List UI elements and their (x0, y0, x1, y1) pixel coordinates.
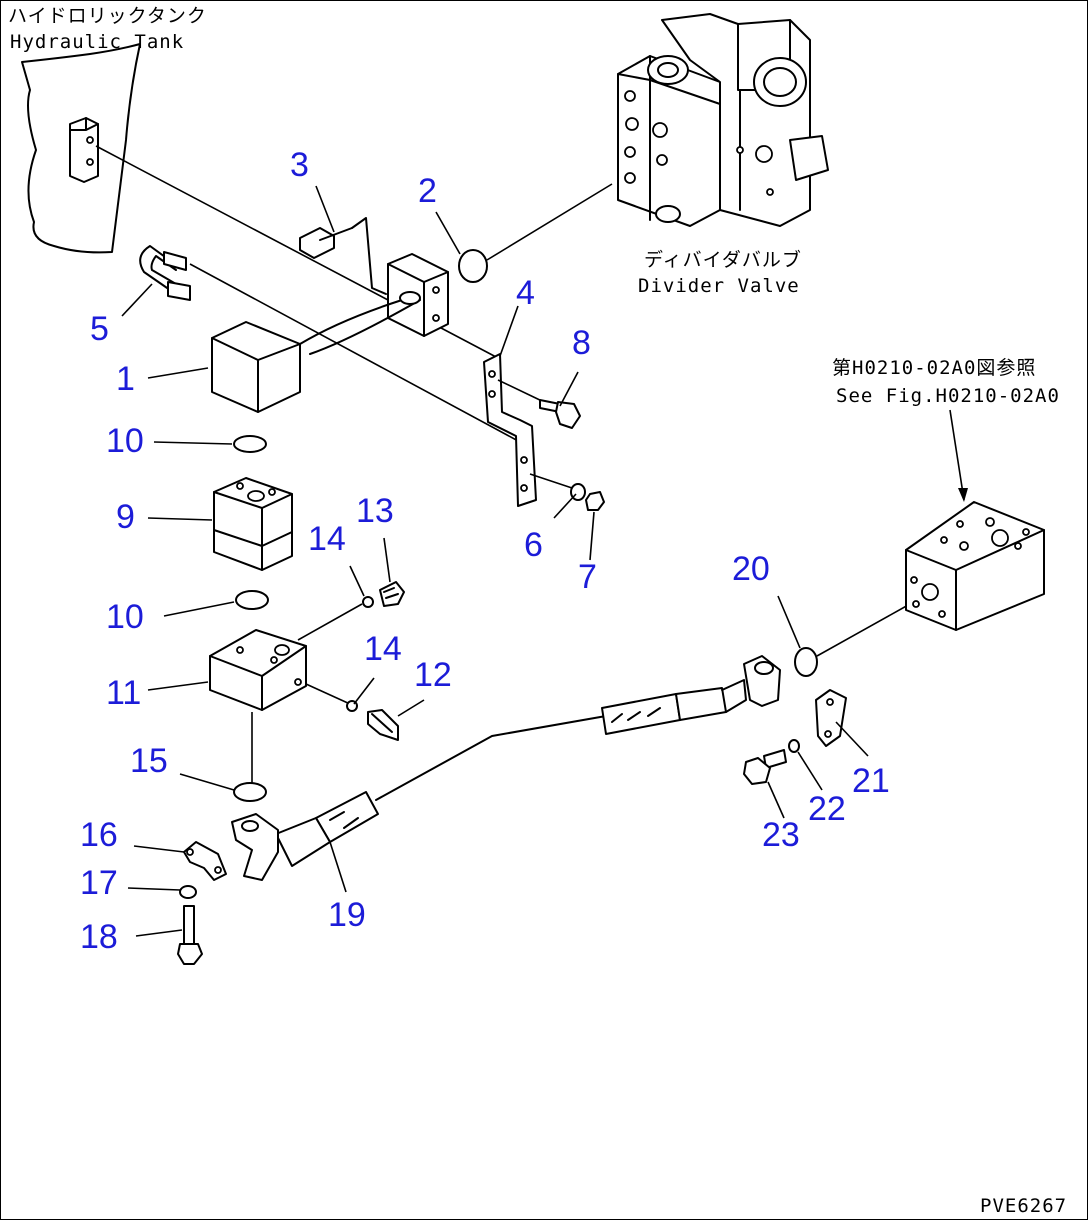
part-5-hose (139, 245, 521, 443)
callout-8: 8 (572, 324, 591, 362)
hydraulic-tank-label-en: Hydraulic Tank (10, 31, 184, 53)
part-9-pump (213, 477, 293, 571)
part-18-bolt (177, 905, 203, 965)
see-fig-label-jp: 第H0210-02A0図参照 (832, 357, 1036, 379)
callout-16: 16 (80, 816, 118, 854)
callout-9: 9 (116, 498, 135, 536)
callout-4: 4 (516, 274, 535, 312)
figure-code: PVE6267 (980, 1195, 1067, 1217)
callout-13: 13 (356, 492, 394, 530)
part-10-oring-lower (235, 590, 269, 610)
callout-14-lower: 14 (364, 630, 402, 668)
callout-17: 17 (80, 864, 118, 902)
callout-19: 19 (328, 896, 366, 934)
divider-valve (617, 13, 829, 227)
callout-leaders (121, 185, 869, 937)
hydraulic-tank (21, 43, 141, 254)
part-8-bolt (497, 379, 581, 429)
part-21-clamp (815, 689, 847, 747)
callout-7: 7 (578, 558, 597, 596)
callout-11: 11 (106, 674, 141, 712)
part-10-oring-upper (233, 435, 267, 453)
referenced-block (905, 409, 1045, 631)
callout-2: 2 (418, 172, 437, 210)
part-16-clamp (183, 841, 227, 881)
part-20-oring (794, 647, 818, 677)
callout-12: 12 (414, 656, 452, 694)
callout-18: 18 (80, 918, 118, 956)
part-23-bolt (743, 749, 787, 785)
part-3-flange-pipe (299, 217, 449, 355)
see-fig-label-en: See Fig.H0210-02A0 (836, 385, 1060, 407)
callout-15: 15 (130, 742, 168, 780)
callout-10-lower: 10 (106, 598, 144, 636)
callout-1: 1 (116, 360, 135, 398)
part-4-bracket (483, 353, 537, 507)
part-2-oring (458, 183, 613, 283)
part-11-block (209, 603, 363, 784)
callout-14-upper: 14 (308, 520, 346, 558)
callout-21: 21 (852, 762, 890, 800)
part-19-hose (231, 655, 781, 881)
callout-3: 3 (290, 146, 309, 184)
part-13-plug (362, 581, 405, 608)
part-22-washer (788, 739, 800, 753)
divider-valve-label-en: Divider Valve (638, 275, 800, 297)
callout-23: 23 (762, 816, 800, 854)
part-12-switch (346, 700, 399, 741)
callout-22: 22 (808, 790, 846, 828)
callout-5: 5 (90, 310, 109, 348)
part-15-oring (233, 782, 267, 802)
hydraulic-tank-label-jp: ハイドロリックタンク (8, 5, 207, 27)
callout-10-upper: 10 (106, 422, 144, 460)
part-17-washer (179, 885, 197, 899)
divider-valve-label-jp: ディバイダバルブ (644, 248, 802, 271)
callout-20: 20 (732, 550, 770, 588)
callout-6: 6 (524, 526, 543, 564)
